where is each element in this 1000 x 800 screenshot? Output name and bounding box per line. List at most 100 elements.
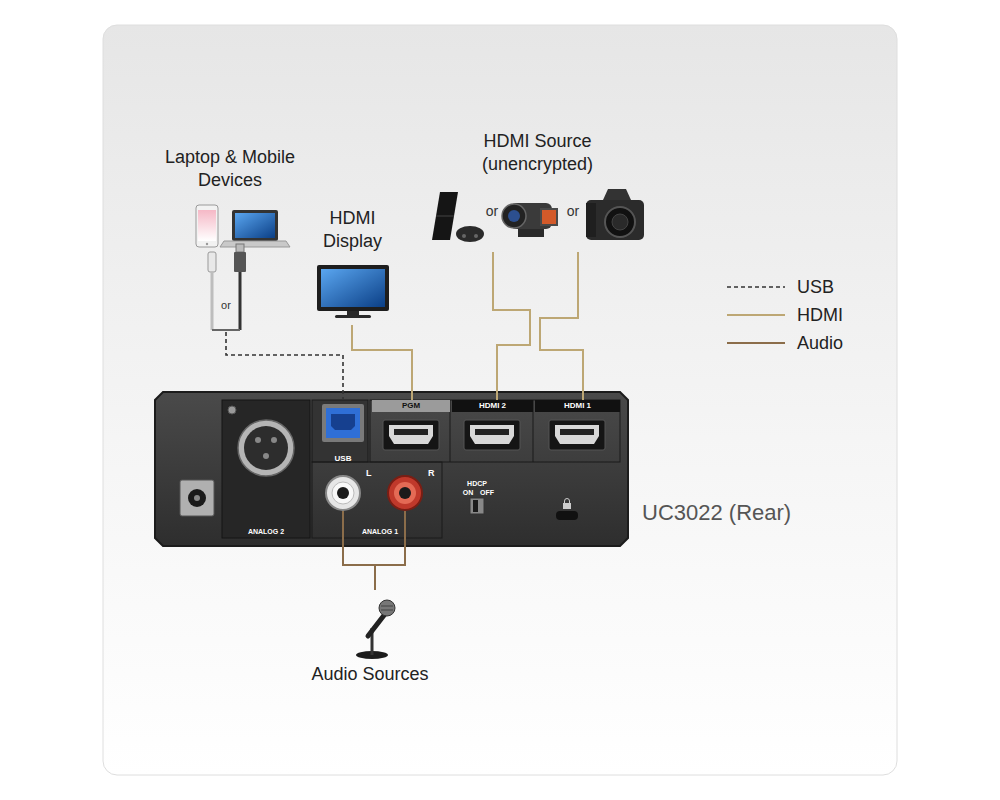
- legend-sample: [727, 314, 785, 316]
- audio-jacks: [312, 462, 442, 538]
- hdmi-ports: [394, 429, 428, 435]
- hdmi-cable: [493, 252, 530, 400]
- usb-cables: [239, 272, 242, 330]
- game-console-icon: [436, 216, 454, 217]
- audio-jacks: [394, 482, 416, 504]
- device-rear-panel: [155, 392, 628, 546]
- microphone-icon: [381, 606, 393, 607]
- power-jack: [194, 495, 200, 501]
- game-console-icon: [474, 234, 478, 238]
- audio-jacks: [388, 476, 422, 510]
- usb-cable: [226, 332, 343, 400]
- usb-port: [331, 414, 355, 430]
- device-panel: UC3022 (Rear) ANALOG 2 USB PGMHDMI 2HDMI 1 A…: [150, 388, 830, 550]
- xlr-connector: [263, 453, 269, 459]
- usb-cables: [212, 329, 240, 331]
- camcorder-icon: [508, 210, 520, 222]
- microphone-icon: [379, 600, 395, 616]
- legend-sample: [727, 286, 785, 288]
- audio-jacks: [337, 487, 349, 499]
- legend-label: Audio: [797, 333, 843, 354]
- hdmi-ports: [370, 400, 620, 462]
- node-label: ANALOG 1: [318, 528, 442, 536]
- game-console-icon: [432, 192, 484, 242]
- camera-icon: [603, 189, 631, 200]
- audio-jacks: [332, 482, 354, 504]
- legend-label: HDMI: [797, 305, 843, 326]
- audio-source: Audio Sources: [300, 590, 440, 688]
- power-jack: [188, 489, 206, 507]
- node-label: HDMI 2: [452, 400, 533, 412]
- laptop-icon: [220, 210, 290, 247]
- hdmi-ports: [549, 420, 605, 450]
- switch-label: OFF: [480, 489, 494, 496]
- camcorder-icon: [518, 229, 544, 237]
- camcorder-icon: [540, 208, 558, 226]
- node-label: USB: [318, 454, 368, 464]
- hdmi-input: HDMI 1: [535, 400, 620, 460]
- security-lock: [556, 511, 578, 520]
- xlr-connector: [271, 437, 277, 443]
- microphone-icon: [368, 614, 385, 636]
- game-console-icon: [462, 234, 466, 238]
- audio-jack: L: [324, 468, 380, 511]
- hdmi-ports: [470, 425, 514, 444]
- node-label: ANALOG 2: [222, 528, 310, 536]
- node-label: L: [366, 468, 378, 479]
- phone-icon: [198, 210, 216, 241]
- xlr-connector: [255, 437, 261, 443]
- camera-icon: [586, 189, 644, 240]
- game-console-icon: [432, 192, 458, 240]
- xlr-connector: [238, 420, 294, 476]
- audio-cable: [375, 511, 405, 590]
- card-background: [103, 25, 897, 775]
- xlr-input: ANALOG 2: [222, 400, 310, 538]
- camera-icon: [605, 207, 635, 237]
- monitor-icon: [321, 269, 385, 307]
- hdmi-input: HDMI 2: [452, 400, 533, 460]
- xlr-connector: [244, 426, 288, 470]
- usb-cables: [211, 272, 214, 330]
- camcorder-icon: [502, 204, 526, 228]
- usb-port: USB: [318, 400, 368, 466]
- hdcp-switch: [473, 500, 478, 512]
- security-lock: [565, 499, 570, 503]
- hdmi-ports: [464, 420, 520, 450]
- microphone-icon: [381, 610, 393, 611]
- node-label: UC3022 (Rear): [642, 500, 827, 526]
- node-label: Laptop & Mobile Devices: [150, 146, 310, 193]
- audio-cable: [343, 511, 375, 590]
- audio-jacks: [312, 462, 442, 538]
- or-label: or: [567, 203, 579, 219]
- xlr-connector: [222, 400, 310, 538]
- monitor-icon: [335, 315, 371, 318]
- phone-icon: [196, 205, 218, 247]
- card-background: [103, 25, 897, 775]
- usb-port: [322, 404, 364, 442]
- hdmi-ports: [389, 425, 433, 444]
- security-lock: [563, 503, 571, 509]
- laptop-icon: [232, 210, 278, 241]
- node-label: HDMI 1: [535, 400, 620, 412]
- camera-icon: [586, 203, 596, 237]
- usb-port: [312, 400, 368, 462]
- hdmi-ports: [370, 400, 620, 462]
- usb-port: [326, 408, 360, 438]
- usb-port: [312, 400, 368, 462]
- hdmi-ports: [555, 425, 599, 444]
- legend-label: USB: [797, 277, 834, 298]
- camera-icon: [586, 200, 644, 240]
- node-label: PGM: [372, 400, 450, 412]
- usb-cables: [208, 252, 216, 272]
- node-label: HDMI Display: [300, 207, 405, 254]
- camcorder-icon: [542, 210, 556, 224]
- laptop-icon: [220, 241, 290, 247]
- display-group: HDMI Display: [300, 207, 405, 325]
- usb-cables: [234, 252, 246, 272]
- node-label: HDMI Source (unencrypted): [443, 130, 633, 177]
- usb-cables: [208, 244, 246, 330]
- legend-sample: [727, 342, 785, 344]
- node-label: R: [428, 468, 440, 479]
- or-label: or: [221, 299, 231, 311]
